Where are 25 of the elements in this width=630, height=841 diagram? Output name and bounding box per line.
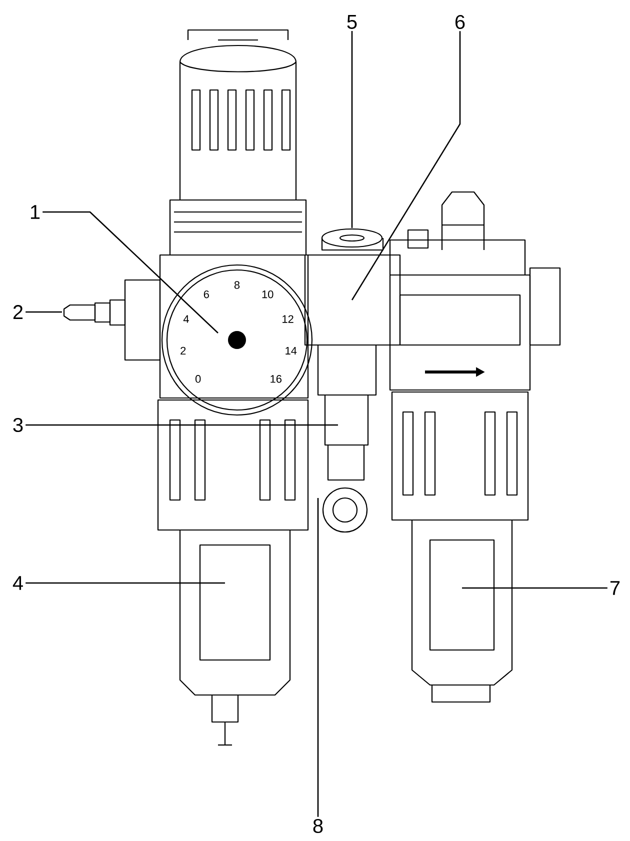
leader-line [26, 311, 62, 313]
gauge-scale-number: 8 [234, 281, 240, 289]
gauge-scale-number: 10 [262, 290, 274, 298]
callout-number: 7 [610, 581, 620, 595]
leader-line [351, 31, 353, 228]
leader-line [317, 498, 319, 817]
leader-line [26, 582, 225, 584]
leader-line [26, 424, 338, 426]
callout-number: 2 [13, 305, 23, 319]
leader-line [462, 587, 608, 589]
gauge-scale-number: 6 [204, 290, 209, 298]
callout-number: 3 [13, 418, 23, 432]
leader-line [42, 211, 218, 334]
gauge-scale-number: 14 [286, 346, 297, 354]
gauge-scale-number: 0 [195, 375, 201, 383]
callout-number: 8 [313, 818, 323, 834]
gauge-scale-number: 4 [183, 315, 189, 323]
leader-line [351, 31, 461, 300]
callout-number: 1 [30, 205, 40, 219]
gauge-scale-number: 2 [180, 346, 186, 355]
callout-number: 4 [12, 576, 23, 590]
callout-number: 6 [455, 14, 465, 30]
gauge-scale-number: 16 [270, 375, 282, 383]
gauge-scale-number: 12 [282, 315, 294, 323]
callout-number: 5 [347, 15, 357, 29]
